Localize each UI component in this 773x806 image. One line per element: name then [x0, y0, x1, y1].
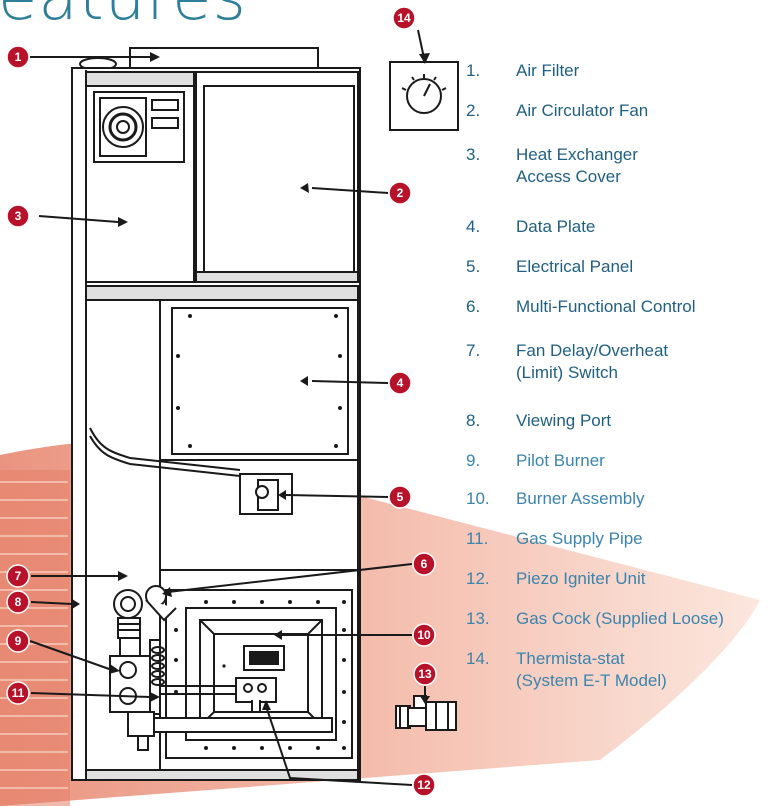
- legend-number: 5.: [466, 257, 481, 276]
- callout-number: 9: [15, 634, 22, 648]
- pilot-burner: [160, 677, 277, 713]
- legend-label: Fan Delay/Overheat: [516, 341, 669, 360]
- callout-circle: [6, 204, 30, 228]
- callout-number: 2: [397, 186, 404, 200]
- callout-number: 11: [12, 686, 25, 700]
- callout-circle: [6, 681, 30, 705]
- callout-number: 6: [421, 557, 428, 571]
- callout-circle: [388, 371, 412, 395]
- legend-label-continued: (System E-T Model): [516, 671, 667, 690]
- callout-3: 3: [6, 204, 30, 228]
- legend-label: Air Circulator Fan: [516, 101, 649, 120]
- callout-2: 2: [388, 181, 412, 205]
- legend-number: 3.: [466, 145, 481, 164]
- callout-number: 13: [418, 667, 432, 681]
- legend-number: 4.: [466, 217, 481, 236]
- callout-circle: [412, 773, 436, 797]
- legend-label: Air Filter: [516, 61, 580, 80]
- piezo-igniter: [145, 585, 177, 686]
- callout-number: 8: [15, 595, 22, 609]
- legend-label: Piezo Igniter Unit: [516, 569, 646, 588]
- callout-14: 14: [392, 6, 416, 30]
- callout-8: 8: [6, 590, 30, 614]
- legend-label-continued: (Limit) Switch: [516, 363, 619, 382]
- legend-number: 6.: [466, 297, 481, 316]
- callout-4: 4: [388, 371, 412, 395]
- callout-circle: [6, 629, 30, 653]
- arrowheads: [72, 52, 430, 710]
- legend-number: 7.: [466, 341, 481, 360]
- legend-label: Electrical Panel: [516, 257, 634, 276]
- callout-7: 7: [6, 564, 30, 588]
- wiring-cable: [89, 427, 241, 477]
- callout-circle: [412, 623, 436, 647]
- callout-12: 12: [412, 773, 436, 797]
- legend-label: Gas Cock (Supplied Loose): [516, 609, 724, 628]
- legend-number: 14.: [466, 649, 490, 668]
- thermista-stat: [389, 61, 459, 131]
- legend-label: Gas Supply Pipe: [516, 529, 643, 548]
- legend-number: 2.: [466, 101, 481, 120]
- leader-lines: [29, 29, 426, 786]
- callout-11: 11: [6, 681, 30, 705]
- legend-label: Burner Assembly: [516, 489, 645, 508]
- legend-number: 9.: [466, 451, 481, 470]
- callout-1: 1: [6, 45, 30, 69]
- legend-label: Pilot Burner: [516, 451, 605, 470]
- callout-circle: [412, 552, 436, 576]
- callout-circle: [388, 485, 412, 509]
- callout-number: 5: [397, 490, 404, 504]
- burner-tube: [149, 717, 333, 733]
- legend-label: Thermista-stat: [516, 649, 625, 668]
- legend-label-continued: Access Cover: [516, 167, 621, 186]
- callout-number: 10: [417, 628, 431, 642]
- callout-number: 3: [15, 209, 22, 223]
- legend-number: 12.: [466, 569, 490, 588]
- callout-number: 14: [397, 11, 411, 25]
- legend-label: Data Plate: [516, 217, 596, 236]
- callout-10: 10: [412, 623, 436, 647]
- callout-circle: [6, 45, 30, 69]
- page-title: eatures: [0, 0, 247, 30]
- callout-13: 13: [413, 662, 437, 686]
- callout-number: 7: [15, 569, 22, 583]
- legend-label: Heat Exchanger: [516, 145, 638, 164]
- legend-number: 10.: [466, 489, 490, 508]
- callout-9: 9: [6, 629, 30, 653]
- legend-label: Viewing Port: [516, 411, 612, 430]
- callout-circle: [413, 662, 437, 686]
- callout-5: 5: [388, 485, 412, 509]
- callout-circle: [388, 181, 412, 205]
- legend-number: 13.: [466, 609, 490, 628]
- callout-circle: [6, 590, 30, 614]
- callout-number: 1: [15, 50, 22, 64]
- access-cover-screws: [176, 314, 342, 448]
- gas-cock: [395, 695, 457, 731]
- legend-number: 8.: [466, 411, 481, 430]
- electrical-panel: [93, 91, 185, 163]
- callout-number: 12: [417, 778, 431, 792]
- callout-number: 4: [397, 376, 404, 390]
- legend-label: Multi-Functional Control: [516, 297, 696, 316]
- legend-number: 1.: [466, 61, 481, 80]
- callout-circle: [6, 564, 30, 588]
- legend-number: 11.: [466, 529, 489, 548]
- callout-circle: [392, 6, 416, 30]
- callout-6: 6: [412, 552, 436, 576]
